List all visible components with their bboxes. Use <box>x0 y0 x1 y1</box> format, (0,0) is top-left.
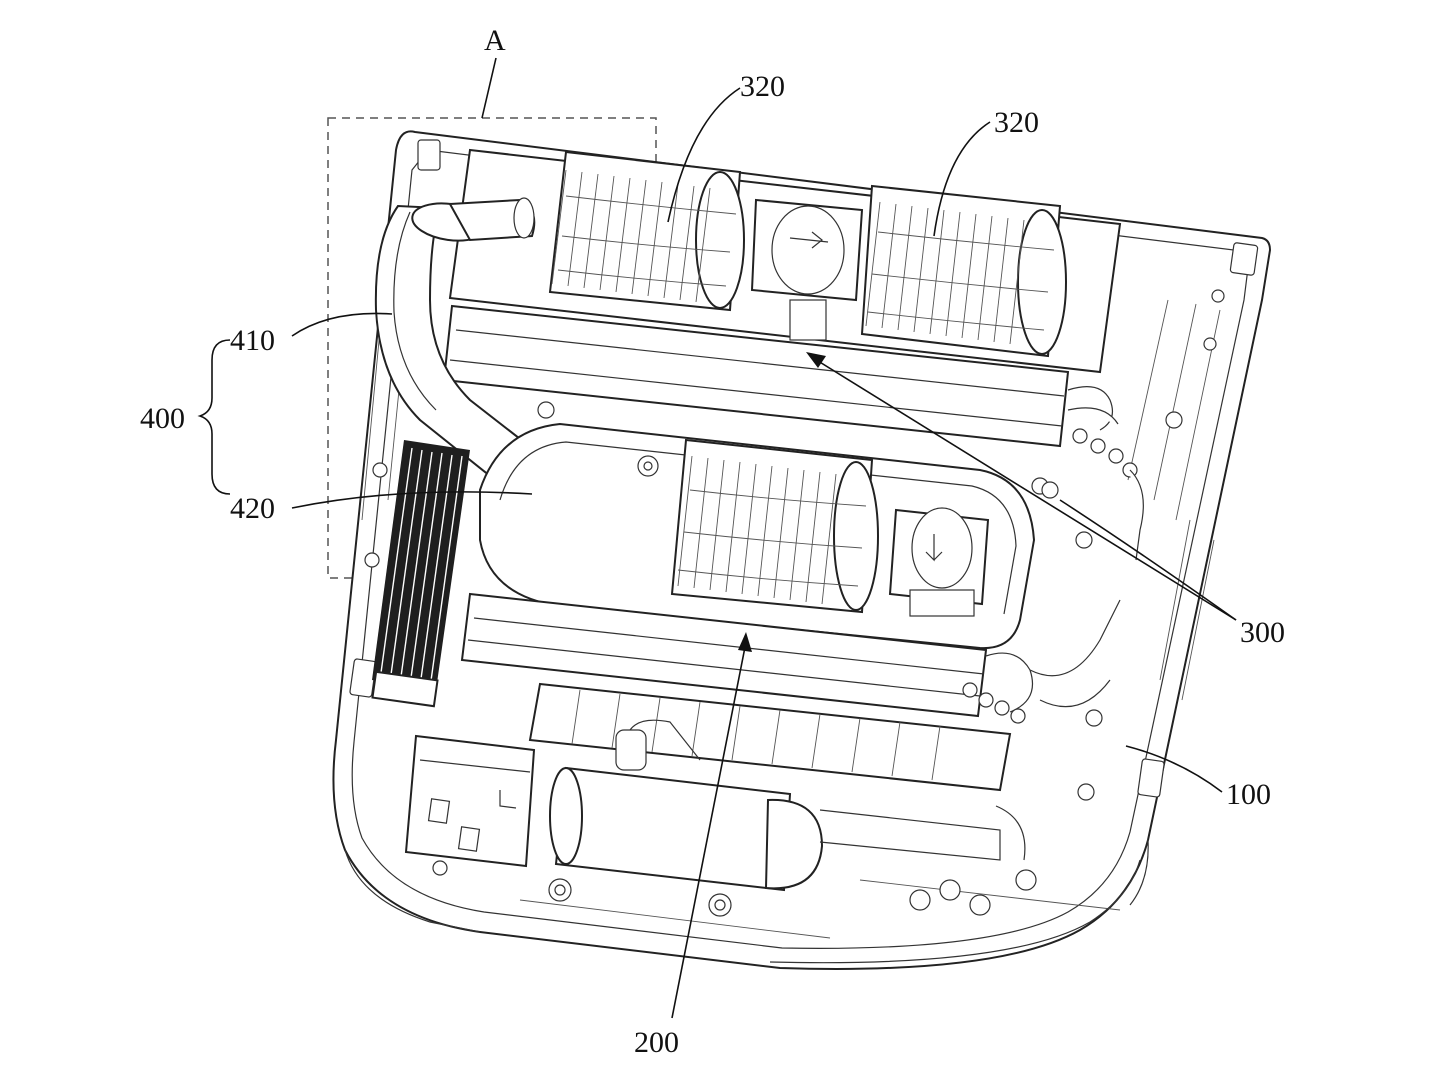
leader-420 <box>291 491 533 509</box>
evaporator-300 <box>442 304 1144 561</box>
arrowhead-300 <box>806 352 826 368</box>
leader-100 <box>1125 745 1223 793</box>
leader-300-a <box>809 355 1237 621</box>
fan-320-left <box>548 150 745 312</box>
front-bezel <box>769 859 1141 964</box>
middle-fan-motor <box>888 507 990 617</box>
reference-labels: A 320 320 410 400 420 300 100 200 <box>140 24 1285 1059</box>
middle-fan-housing <box>479 422 1093 650</box>
detail-region-leader <box>481 57 497 119</box>
fan-motor-upper <box>750 198 864 341</box>
fan-320-right <box>860 184 1067 358</box>
casing-bosses <box>364 289 1225 917</box>
middle-blower <box>670 438 879 614</box>
heat-exchanger-200 <box>460 592 1121 724</box>
label-320-right: 320 <box>994 106 1039 139</box>
heat-exchanger-fins <box>371 440 470 708</box>
label-200: 200 <box>634 1026 679 1059</box>
leader-lines <box>197 87 1237 1019</box>
arrowhead-200 <box>738 632 752 652</box>
leader-320-left <box>667 87 741 223</box>
housing-bosses <box>637 455 1093 549</box>
label-400: 400 <box>140 402 185 435</box>
compressor <box>549 719 1026 892</box>
label-A: A <box>484 24 506 57</box>
label-300: 300 <box>1240 616 1285 649</box>
label-420: 420 <box>230 492 275 525</box>
lower-pipes <box>962 599 1121 724</box>
mount-tabs <box>349 139 1259 798</box>
label-100: 100 <box>1226 778 1271 811</box>
air-duct-410 <box>374 197 562 502</box>
evaporator-pipes <box>1067 386 1144 561</box>
leader-300-b <box>1059 499 1237 621</box>
leader-410 <box>291 312 393 337</box>
control-box <box>404 734 536 868</box>
drain-tray <box>528 682 1012 792</box>
label-320-left: 320 <box>740 70 785 103</box>
leader-320-right <box>933 121 991 237</box>
leader-200 <box>671 641 747 1019</box>
label-410: 410 <box>230 324 275 357</box>
upper-fan-assembly <box>448 148 1122 374</box>
brace-400 <box>197 339 231 495</box>
